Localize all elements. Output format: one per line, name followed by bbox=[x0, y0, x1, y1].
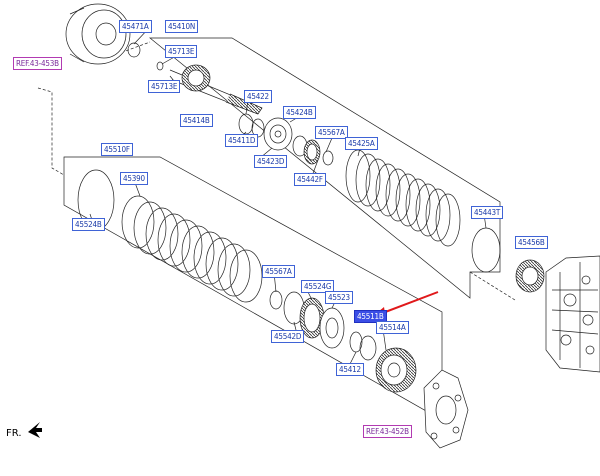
part-label-45424b[interactable]: 45424B bbox=[283, 106, 316, 119]
part-label-45471a[interactable]: 45471A bbox=[119, 20, 152, 33]
part-label-45567a-top[interactable]: 45567A bbox=[315, 126, 348, 139]
front-direction-icon bbox=[28, 422, 42, 438]
lower-assembly-frame bbox=[63, 156, 443, 421]
part-label-45442f[interactable]: 45442F bbox=[294, 173, 326, 186]
hub-45514a bbox=[375, 347, 417, 393]
part-label-45412[interactable]: 45412 bbox=[336, 363, 364, 376]
part-label-45414b[interactable]: 45414B bbox=[180, 114, 213, 127]
part-label-45524g[interactable]: 45524G bbox=[301, 280, 335, 293]
snap-ring-45443t bbox=[471, 227, 501, 273]
part-label-45410n[interactable]: 45410N bbox=[165, 20, 199, 33]
ref-label-43-453b[interactable]: REF.43-453B bbox=[13, 57, 62, 70]
part-label-45542d[interactable]: 45542D bbox=[271, 330, 305, 343]
part-label-45514a[interactable]: 45514A bbox=[376, 321, 409, 334]
hub-45424b bbox=[263, 117, 293, 151]
part-label-45423d[interactable]: 45423D bbox=[254, 155, 288, 168]
gear-45456b bbox=[515, 259, 545, 293]
front-direction-label: FR. bbox=[6, 428, 22, 439]
transmission-case bbox=[545, 255, 600, 373]
part-label-45456b[interactable]: 45456B bbox=[515, 236, 548, 249]
part-label-45713e-bottom[interactable]: 45713E bbox=[148, 80, 181, 93]
part-label-45425a[interactable]: 45425A bbox=[345, 137, 378, 150]
part-label-45523[interactable]: 45523 bbox=[325, 291, 353, 304]
ref-label-43-452b[interactable]: REF.43-452B bbox=[363, 425, 412, 438]
pump-plate bbox=[423, 369, 469, 449]
part-label-45422[interactable]: 45422 bbox=[244, 90, 272, 103]
lower-clutch-pack bbox=[121, 195, 263, 303]
torque-converter-drum bbox=[65, 3, 131, 65]
part-label-45443t[interactable]: 45443T bbox=[471, 206, 504, 219]
part-label-45567a-bottom[interactable]: 45567A bbox=[262, 265, 295, 278]
part-label-45511b[interactable]: 45511B bbox=[354, 310, 387, 323]
part-label-45390[interactable]: 45390 bbox=[120, 172, 148, 185]
upper-clutch-pack bbox=[345, 149, 461, 247]
snap-ring-45471a bbox=[127, 42, 141, 58]
snap-ring-45713e bbox=[156, 61, 164, 71]
part-label-45510f[interactable]: 45510F bbox=[101, 143, 133, 156]
upper-assembly-frame bbox=[149, 37, 501, 299]
part-label-45524b[interactable]: 45524B bbox=[72, 218, 105, 231]
part-label-45713e-top[interactable]: 45713E bbox=[165, 45, 198, 58]
part-label-45411d[interactable]: 45411D bbox=[225, 134, 259, 147]
